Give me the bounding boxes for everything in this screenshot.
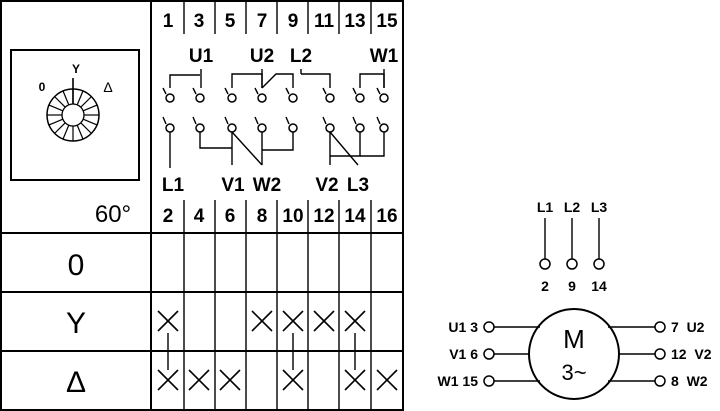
label-l1: L1	[162, 175, 185, 196]
supply-l3: L3	[591, 199, 608, 215]
rotary-dial-box: Y 0 Δ	[10, 49, 140, 181]
label-w2: W2	[253, 175, 282, 196]
top-terminal-13: 13	[344, 11, 365, 32]
top-terminal-7: 7	[257, 11, 268, 32]
contact-mark	[251, 310, 273, 332]
angle-label: 60°	[95, 201, 131, 228]
label-l3: L3	[347, 175, 369, 196]
label-v2: V2	[315, 175, 338, 196]
knob-icon	[46, 78, 100, 142]
terminal-u1: U1 3	[448, 319, 478, 335]
top-terminal-15: 15	[376, 11, 398, 32]
motor-connection-diagram: L1 L2 L3 2 9 14 M 3~ U1 3 V1 6 W1 15 7 U…	[438, 199, 712, 400]
bottom-terminal-4: 4	[194, 206, 205, 227]
bottom-terminal-2: 2	[163, 206, 174, 227]
dial-position-y: Y	[72, 62, 80, 76]
motor-icon	[528, 308, 620, 400]
contact-marks	[157, 310, 398, 391]
motor-label: M	[563, 324, 585, 354]
supply-terminal-2: 2	[541, 278, 549, 294]
contact-bridges	[167, 333, 356, 370]
bottom-terminal-6: 6	[225, 206, 236, 227]
row-label-delta: Δ	[66, 366, 86, 399]
bottom-terminal-8: 8	[257, 206, 268, 227]
label-w1: W1	[370, 46, 399, 67]
top-terminal-5: 5	[225, 11, 236, 32]
contact-mark	[344, 369, 366, 391]
contact-mark	[188, 369, 210, 391]
contact-schematic	[162, 69, 389, 168]
top-terminal-1: 1	[163, 11, 174, 32]
switch-table-grid	[0, 0, 404, 411]
contact-mark	[344, 310, 366, 332]
motor-sublabel: 3~	[561, 360, 586, 385]
row-label-y: Y	[66, 307, 86, 340]
dial-position-0: 0	[39, 80, 46, 94]
supply-l1: L1	[537, 199, 554, 215]
terminal-v2: 12 V2	[671, 346, 712, 362]
contact-mark	[157, 369, 179, 391]
bottom-terminal-16: 16	[376, 206, 397, 227]
contact-mark	[219, 369, 241, 391]
terminal-w2: 8 W2	[671, 373, 708, 389]
top-terminal-3: 3	[194, 11, 205, 32]
terminal-v1: V1 6	[449, 346, 478, 362]
terminal-w1: W1 15	[438, 373, 479, 389]
contact-mark	[282, 369, 304, 391]
supply-terminal-9: 9	[568, 278, 576, 294]
contact-mark	[282, 310, 304, 332]
label-v1: V1	[221, 175, 245, 196]
contact-mark	[313, 310, 335, 332]
label-u2: U2	[250, 46, 274, 67]
supply-l2: L2	[564, 199, 581, 215]
bottom-terminal-12: 12	[313, 206, 334, 227]
top-terminal-9: 9	[288, 11, 299, 32]
label-l2: L2	[290, 46, 312, 67]
contact-mark	[157, 310, 179, 332]
label-u1: U1	[189, 46, 214, 67]
terminal-u2: 7 U2	[671, 319, 705, 335]
dial-position-delta: Δ	[103, 79, 112, 95]
bottom-terminal-10: 10	[282, 206, 303, 227]
supply-terminal-14: 14	[591, 278, 607, 294]
bottom-terminal-14: 14	[344, 206, 366, 227]
contact-mark	[376, 369, 398, 391]
top-terminal-11: 11	[314, 11, 335, 32]
row-label-0: 0	[68, 249, 85, 282]
